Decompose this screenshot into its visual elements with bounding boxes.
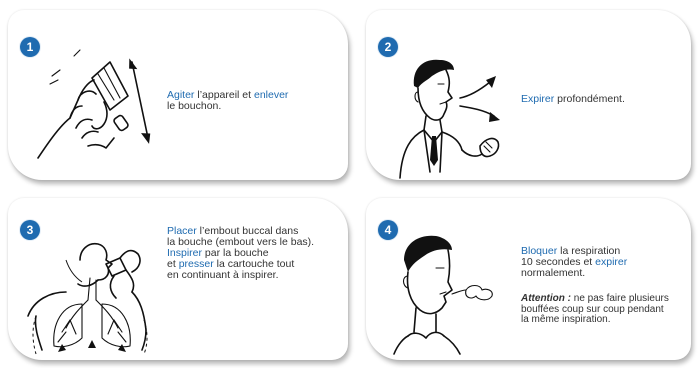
attention-label: Attention : <box>521 293 571 304</box>
text-segment: normalement. <box>521 267 585 279</box>
step-card-3: 3 <box>8 198 348 360</box>
text-segment: profondément. <box>554 93 625 105</box>
step-card-2: 2 Expirer profondément. <box>366 10 691 180</box>
man-exhaling-breath-illustration <box>390 232 514 356</box>
shake-inhaler-illustration <box>30 40 160 162</box>
man-exhaling-illustration <box>396 50 516 180</box>
keyword: Expirer <box>521 93 554 105</box>
text-line: en continuant à inspirer. <box>167 270 347 281</box>
text-line: normalement. <box>521 268 681 279</box>
text-line: Attention : ne pas faire plusieurs <box>521 294 686 305</box>
step-card-1: 1 Agiter l’appareil et enlever le boucho… <box>8 10 348 180</box>
keyword: enlever <box>254 89 288 101</box>
step-instruction-text: Expirer profondément. <box>521 94 686 105</box>
step-number-badge: 2 <box>378 37 398 57</box>
attention-note: Attention : ne pas faire plusieurs bouff… <box>521 294 686 326</box>
text-segment: le bouchon. <box>167 100 221 112</box>
text-line: la même inspiration. <box>521 315 686 326</box>
step-card-4: 4 Bloquer la respiration 10 secondes et … <box>366 198 691 360</box>
step-instruction-text: Bloquer la respiration 10 secondes et ex… <box>521 246 681 279</box>
keyword: expirer <box>595 256 627 268</box>
inhale-lungs-illustration <box>22 220 158 360</box>
step-instruction-text: Placer l’embout buccal dans la bouche (e… <box>167 226 347 281</box>
text-segment: ne pas faire plusieurs <box>571 293 669 304</box>
step-instruction-text: Agiter l’appareil et enlever le bouchon. <box>167 90 337 112</box>
text-segment: en continuant à inspirer. <box>167 269 279 281</box>
